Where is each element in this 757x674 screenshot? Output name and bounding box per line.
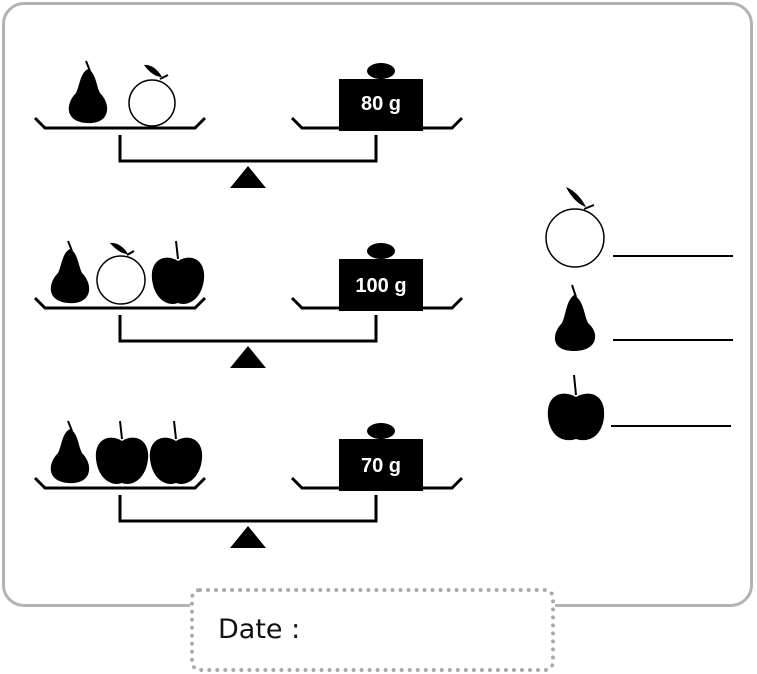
pear-icon (554, 284, 596, 351)
orange-icon (128, 64, 176, 127)
answer-blank-orange[interactable] (613, 255, 733, 257)
date-box[interactable]: Date : (190, 588, 555, 672)
fulcrum-triangle (230, 166, 266, 188)
weight-label: 70 g (360, 455, 402, 477)
answer-blank-apple[interactable] (611, 425, 731, 427)
pear-icon (68, 60, 108, 124)
balance-scale-1: 80 g (0, 55, 480, 195)
weight-block (339, 423, 423, 491)
balance-scale-2: 100 g (0, 235, 480, 375)
left-pan (33, 296, 207, 310)
date-label: Date : (218, 614, 301, 645)
apple-icon (547, 374, 605, 441)
weight-label: 100 g (355, 275, 407, 297)
beam (118, 315, 378, 343)
weight-block (339, 63, 423, 131)
apple-icon (149, 420, 203, 484)
fulcrum-triangle (230, 526, 266, 548)
pear-icon (50, 240, 90, 304)
balance-scale-3: 70 g (0, 415, 480, 555)
weight-label: 80 g (360, 93, 402, 115)
orange-icon (545, 187, 605, 268)
beam (118, 135, 378, 163)
weight-block (339, 243, 423, 311)
beam (118, 495, 378, 523)
pear-icon (50, 420, 90, 484)
left-pan (33, 116, 207, 130)
apple-icon (95, 420, 149, 484)
left-pan (33, 476, 207, 490)
orange-icon (96, 242, 146, 305)
answer-section (540, 185, 750, 445)
answer-blank-pear[interactable] (613, 339, 733, 341)
apple-icon (151, 240, 205, 304)
fulcrum-triangle (230, 346, 266, 368)
